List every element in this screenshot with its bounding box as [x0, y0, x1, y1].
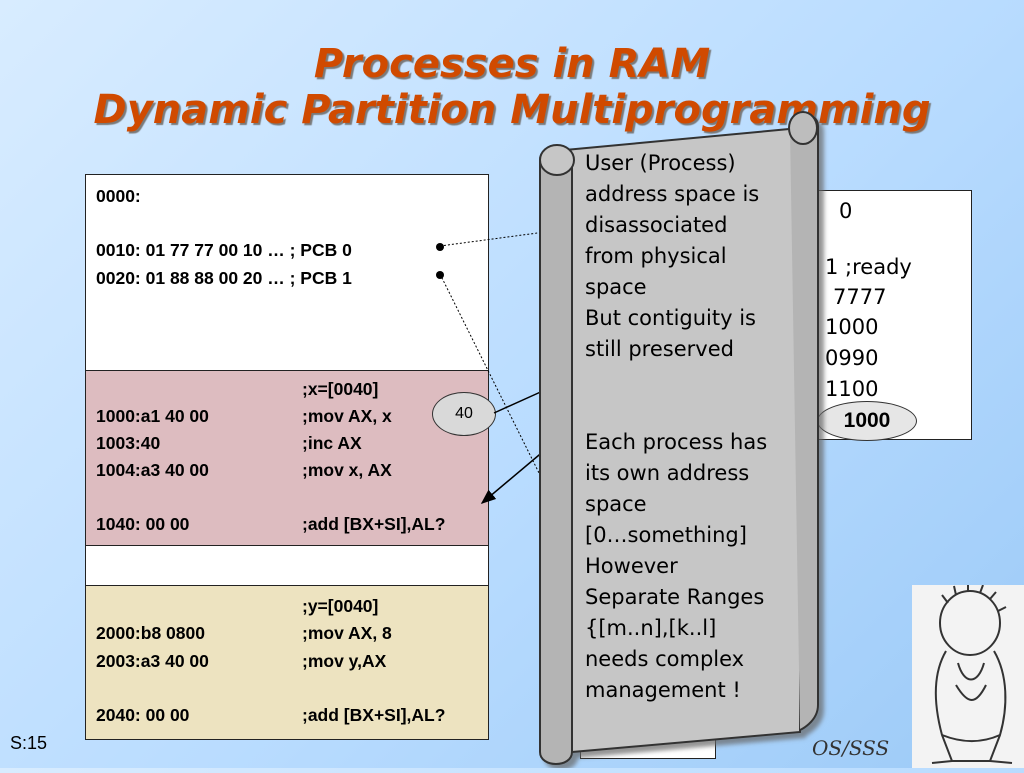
process1-addr-row: 2000:b8 0800 [96, 623, 205, 643]
pcb-line: 1000 [825, 315, 879, 339]
process0-asm-row: ;add [BX+SI],AL? [302, 514, 446, 534]
process1-addr-row: 2040: 00 00 [96, 705, 190, 725]
footer-logo-text: OS/SSS [812, 736, 890, 760]
pcb-line: 0990 [825, 346, 879, 370]
process0-asm-row: ;mov x, AX [302, 460, 392, 480]
process0-asm-row: ;inc AX [302, 433, 362, 453]
scroll-line: needs complex [585, 647, 745, 671]
memory-line-0000: 0000: [96, 186, 141, 206]
scroll-line: But contiguity is [585, 306, 756, 330]
slide-number: S:15 [10, 733, 48, 753]
scroll-line: Each process has [585, 430, 768, 454]
scroll-line: its own address [585, 461, 750, 485]
handala-figure-image [912, 583, 1024, 768]
scroll-line: still preserved [585, 337, 734, 361]
process0-asm-row: ;mov AX, x [302, 406, 392, 426]
scroll-text: User (Process) address space is disassoc… [585, 148, 800, 706]
process1-comment: ;y=[0040] [302, 596, 379, 616]
scroll-line: {[m..n],[k..l] [585, 616, 717, 640]
base-register-oval: 1000 [817, 401, 917, 441]
pcb-line: 1100 [825, 377, 879, 401]
figure-drawing [931, 583, 1013, 764]
process0-region [86, 370, 488, 546]
process1-region [86, 585, 488, 739]
pcb-line: 7777 [833, 285, 887, 309]
scroll-line: management ! [585, 678, 741, 702]
scroll-line: address space is [585, 182, 760, 206]
scroll-line: [0…something] [585, 523, 747, 547]
pcb-line: 0 [839, 199, 853, 223]
scroll-line: disassociated [585, 213, 728, 237]
memory-line-pcb0: 0010: 01 77 77 00 10 … ; PCB 0 [96, 240, 352, 260]
process1-addr-row: 2003:a3 40 00 [96, 651, 209, 671]
process0-comment: ;x=[0040] [302, 379, 379, 399]
scroll-line: space [585, 275, 647, 299]
scroll-line: from physical [585, 244, 727, 268]
scroll-spacer [585, 365, 800, 427]
scroll-line: User (Process) [585, 151, 736, 175]
process1-asm-row: ;mov AX, 8 [302, 623, 392, 643]
process0-addr-row: 1040: 00 00 [96, 514, 190, 534]
process0-addr-row: 1000:a1 40 00 [96, 406, 209, 426]
process1-asm-row: ;mov y,AX [302, 651, 387, 671]
process0-addr-row: 1003:40 [96, 433, 161, 453]
process1-asm-row: ;add [BX+SI],AL? [302, 705, 446, 725]
scroll-line: However [585, 554, 678, 578]
memory-map: 0000: 0010: 01 77 77 00 10 … ; PCB 0 002… [85, 174, 489, 740]
pcb-line: 1 ;ready [825, 255, 912, 279]
scroll-line: Separate Ranges [585, 585, 765, 609]
slide-title: Processes in RAM [313, 41, 711, 87]
memory-line-pcb1: 0020: 01 88 88 00 20 … ; PCB 1 [96, 268, 352, 288]
pcb0-pointer-dot [436, 243, 444, 251]
process0-addr-row: 1004:a3 40 00 [96, 460, 209, 480]
scroll-line: space [585, 492, 647, 516]
